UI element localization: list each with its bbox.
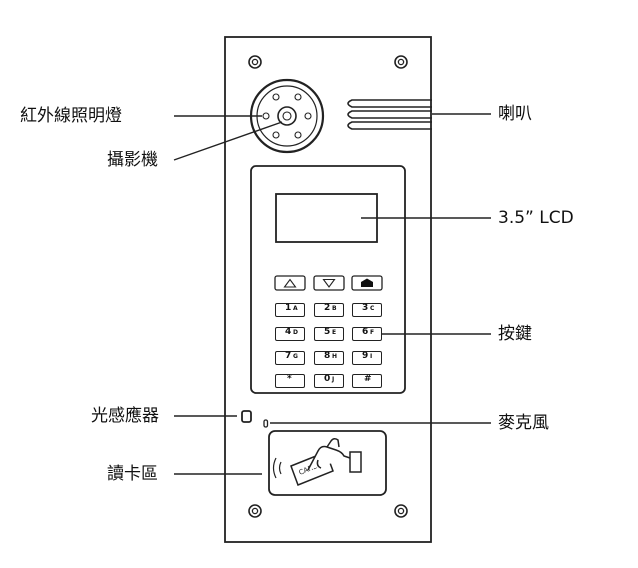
screw-top-right-icon (394, 55, 408, 69)
key-letter: B (332, 305, 337, 312)
key-letter: H (332, 353, 338, 360)
key-number: 4 (285, 327, 292, 337)
label-light-sensor: 光感應器 (91, 406, 159, 426)
label-microphone: 麥克風 (498, 413, 549, 433)
leader-camera (173, 121, 283, 161)
key-number: 5 (324, 327, 331, 337)
leader-lines (173, 113, 491, 475)
key-letter: A (293, 305, 298, 312)
label-camera: 攝影機 (107, 150, 158, 170)
key-letter: C (370, 305, 375, 312)
label-card-reader: 讀卡區 (107, 464, 158, 484)
key-number: 9 (362, 351, 369, 361)
key-letter: F (370, 329, 375, 336)
key-number: 7 (285, 351, 292, 361)
key-number: 8 (324, 351, 331, 361)
key-number: * (287, 374, 292, 384)
key-number: 3 (362, 303, 369, 313)
label-speaker: 喇叭 (498, 104, 532, 124)
microphone-hole-icon (263, 419, 269, 428)
card-tap-icon: CARD (272, 437, 362, 486)
keypad-key[interactable]: * (275, 374, 305, 388)
label-lcd: 3.5” LCD (498, 208, 574, 228)
label-ir-light: 紅外線照明燈 (20, 106, 122, 126)
screw-bottom-left-icon (248, 504, 262, 518)
key-letter: D (293, 329, 298, 336)
keypad-key[interactable]: # (352, 374, 382, 388)
label-keypad: 按鍵 (498, 324, 532, 344)
key-letter: E (332, 329, 337, 336)
key-number: 2 (324, 303, 331, 313)
speaker-grille (347, 99, 432, 130)
function-key-house (351, 275, 383, 291)
screw-top-left-icon (248, 55, 262, 69)
key-letter: G (293, 353, 298, 360)
key-number: 1 (285, 303, 292, 313)
function-key-up (274, 275, 306, 291)
key-letter: J (332, 376, 335, 383)
key-letter: I (370, 353, 373, 360)
function-key-down (313, 275, 345, 291)
screw-bottom-right-icon (394, 504, 408, 518)
key-number: # (364, 374, 372, 384)
light-sensor-icon (241, 410, 252, 423)
key-number: 6 (362, 327, 369, 337)
key-number: 0 (324, 374, 331, 384)
